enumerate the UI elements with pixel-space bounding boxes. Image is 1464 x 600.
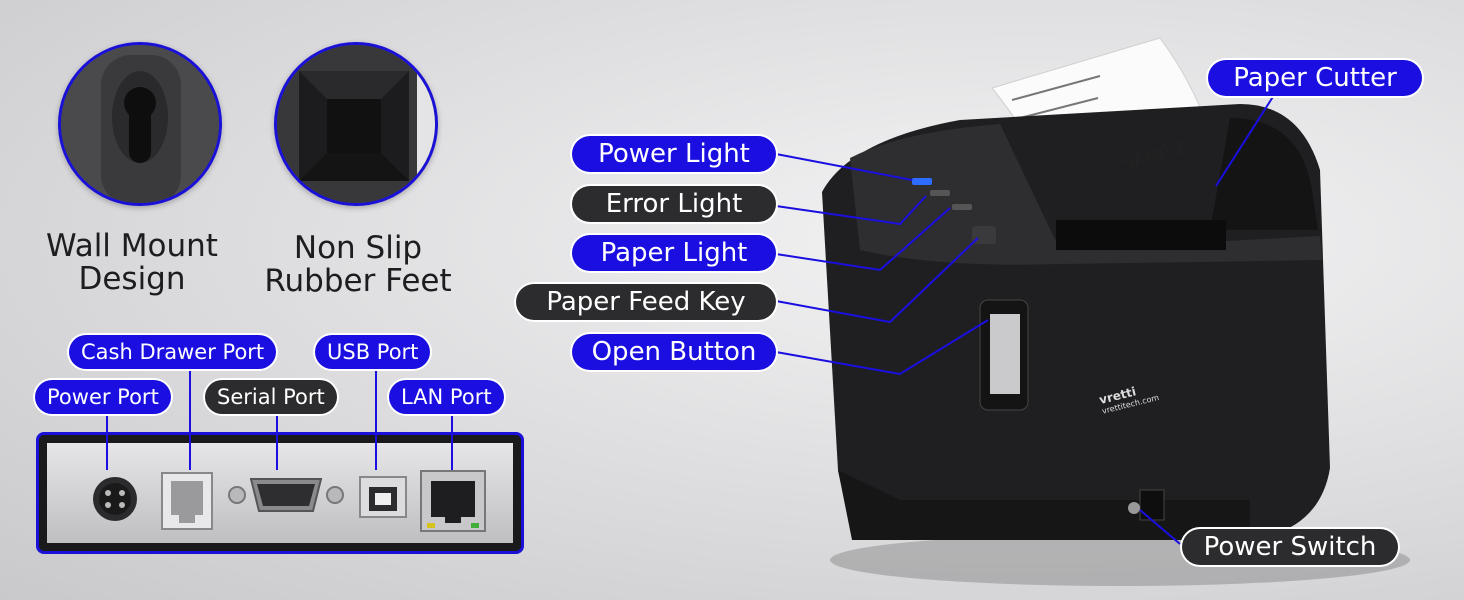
port-icons [93, 470, 486, 532]
power-port-icon [93, 477, 137, 521]
port-panel-plate [47, 443, 513, 543]
printer-body [822, 104, 1330, 540]
label-paper-feed-key: Paper Feed Key [516, 284, 776, 320]
label-paper-light: Paper Light [572, 235, 776, 271]
keyhole-slot-icon [61, 45, 219, 203]
rear-port-panel [36, 432, 524, 554]
wall-mount-caption: Wall Mount Design [46, 228, 218, 297]
label-serial-port: Serial Port [205, 380, 337, 414]
rubber-feet-caption: Non Slip Rubber Feet [264, 230, 452, 299]
cash-drawer-port-icon [161, 472, 213, 530]
label-paper-cutter: Paper Cutter [1208, 60, 1422, 96]
rubber-feet-photo [274, 42, 438, 206]
label-cash-drawer-port: Cash Drawer Port [69, 335, 277, 369]
label-usb-port: USB Port [315, 335, 431, 369]
serial-port-icon [228, 478, 344, 512]
label-power-port: Power Port [35, 380, 171, 414]
label-power-switch: Power Switch [1182, 529, 1398, 565]
wall-mount-photo [58, 42, 222, 206]
label-error-light: Error Light [572, 186, 776, 222]
label-open-button: Open Button [572, 334, 776, 370]
rubber-foot-icon [277, 45, 435, 203]
lan-port-icon [420, 470, 486, 532]
label-power-light: Power Light [572, 136, 776, 172]
label-lan-port: LAN Port [389, 380, 504, 414]
usb-port-icon [359, 476, 407, 518]
leader-lines [106, 91, 1277, 545]
